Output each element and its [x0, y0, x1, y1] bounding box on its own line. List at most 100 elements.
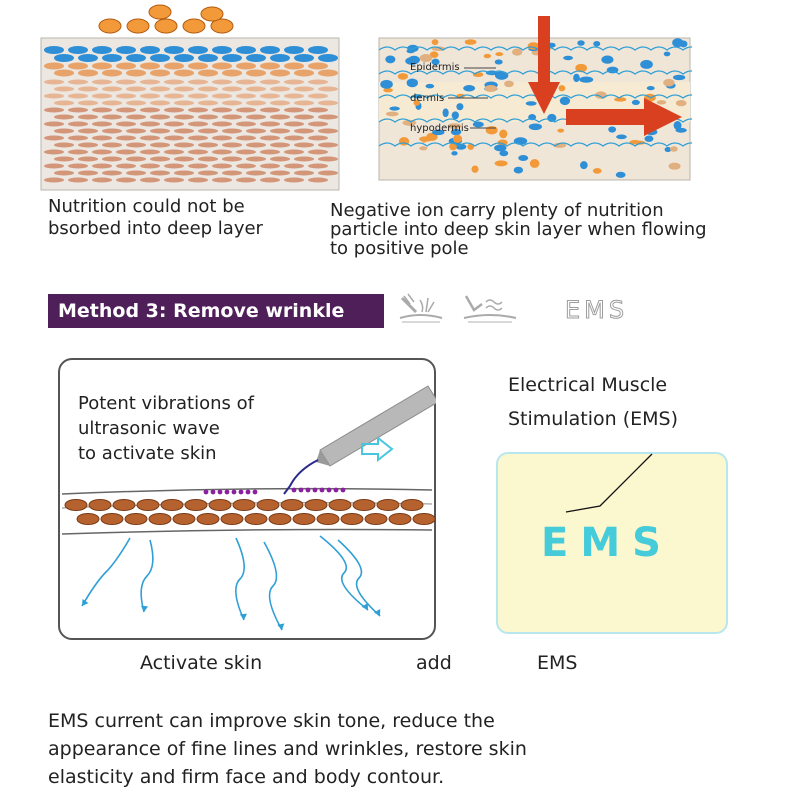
ion-particle: [668, 162, 681, 170]
particle-dot: [210, 489, 216, 495]
ion-particle: [450, 128, 462, 136]
ion-particle: [663, 51, 671, 57]
skin-cell: [140, 177, 160, 183]
wave-arrow-line: [319, 535, 369, 611]
skin-cell: [318, 100, 338, 106]
wave-arrow-head: [82, 599, 89, 606]
skin-cell: [116, 163, 136, 169]
skin-cell: [126, 69, 146, 77]
skin-cell: [140, 107, 160, 113]
wave-arrow-line: [81, 537, 131, 607]
skin-cells: [64, 499, 436, 525]
ion-particle: [494, 71, 509, 80]
skin-cell: [54, 142, 74, 148]
skin-cell: [364, 513, 388, 525]
skin-cell: [116, 177, 136, 183]
skin-cell: [328, 499, 352, 511]
skin-cell: [68, 62, 88, 70]
ultrasonic-probe-icon: [283, 385, 436, 495]
skin-cell: [54, 69, 74, 77]
skin-cell: [352, 499, 376, 511]
skin-cell: [116, 93, 136, 99]
skin-cell: [270, 69, 290, 77]
ultrasonic-line-1: Potent vibrations of: [78, 393, 254, 414]
downward-red-arrow: [528, 16, 560, 114]
wave-arrow-head: [361, 603, 368, 610]
skin-cell: [318, 54, 338, 62]
skin-cell: [54, 170, 74, 176]
ion-particle: [672, 38, 684, 48]
ems-desc-line-1: Electrical Muscle: [508, 374, 668, 396]
skin-cell: [270, 114, 290, 120]
ems-screen-text: EMS: [541, 520, 673, 566]
skin-cell: [198, 156, 218, 162]
ion-particle: [646, 86, 655, 91]
skin-cell: [116, 121, 136, 127]
skin-cell: [88, 499, 112, 511]
ion-particle: [573, 73, 580, 83]
ion-particle: [644, 135, 654, 142]
particle-dot: [224, 489, 230, 495]
skin-cell: [92, 177, 112, 183]
skin-cell: [150, 69, 170, 77]
ems-desc-line-2: Stimulation (EMS): [508, 408, 678, 430]
skin-cell: [164, 121, 184, 127]
ion-particle: [483, 53, 492, 59]
ion-particle: [383, 87, 393, 93]
ems-pointer-line: [565, 453, 653, 513]
skin-cell: [212, 62, 232, 70]
skin-cell: [54, 54, 74, 62]
skin-cell: [174, 86, 194, 92]
ion-particle: [559, 96, 571, 106]
wave-arrow-head: [239, 613, 248, 620]
skin-cell: [188, 149, 208, 155]
wave-probe-icon: [463, 295, 517, 323]
vibration-particles: [203, 487, 346, 495]
ion-particle: [557, 128, 565, 133]
skin-cell: [270, 86, 290, 92]
skin-cell: [164, 149, 184, 155]
ion-particle: [485, 125, 498, 135]
skin-cell: [246, 69, 266, 77]
ion-particle: [511, 48, 523, 56]
ion-particle: [529, 159, 540, 168]
skin-cell: [236, 163, 256, 169]
particle-dot: [203, 489, 209, 495]
skin-cell: [294, 54, 314, 62]
skin-cell: [246, 156, 266, 162]
right-caption-line-3: to positive pole: [330, 238, 469, 259]
skin-cell: [198, 170, 218, 176]
skin-cell: [174, 128, 194, 134]
skin-cell: [164, 163, 184, 169]
skin-cell: [126, 86, 146, 92]
skin-cell: [198, 142, 218, 148]
footer-description: EMS current can improve skin tone, reduc…: [48, 707, 527, 791]
skin-layers-right-diagram: Epidermis dermis hypodermis: [378, 16, 692, 181]
ion-particle: [464, 39, 477, 45]
ion-particle: [518, 154, 529, 162]
skin-cell: [64, 499, 88, 511]
skin-cell: [150, 128, 170, 134]
label-add: add: [416, 652, 452, 674]
particle-dot: [326, 487, 332, 493]
skin-cell: [246, 54, 266, 62]
skin-cell: [284, 135, 304, 141]
skin-cell: [236, 79, 256, 85]
ion-particle: [425, 83, 435, 89]
skin-cell: [340, 513, 364, 525]
skin-cell: [220, 513, 244, 525]
nutrition-particle: [148, 4, 172, 20]
skin-cell: [284, 121, 304, 127]
skin-cell: [102, 114, 122, 120]
skin-cell: [198, 54, 218, 62]
skin-cell: [188, 163, 208, 169]
skin-cell: [44, 93, 64, 99]
skin-cell: [246, 128, 266, 134]
skin-cell: [44, 121, 64, 127]
skin-cell: [116, 46, 136, 54]
skin-cell: [164, 177, 184, 183]
skin-cell: [260, 135, 280, 141]
ion-particle: [456, 93, 466, 98]
skin-cell: [232, 499, 256, 511]
particle-dot: [305, 487, 311, 493]
